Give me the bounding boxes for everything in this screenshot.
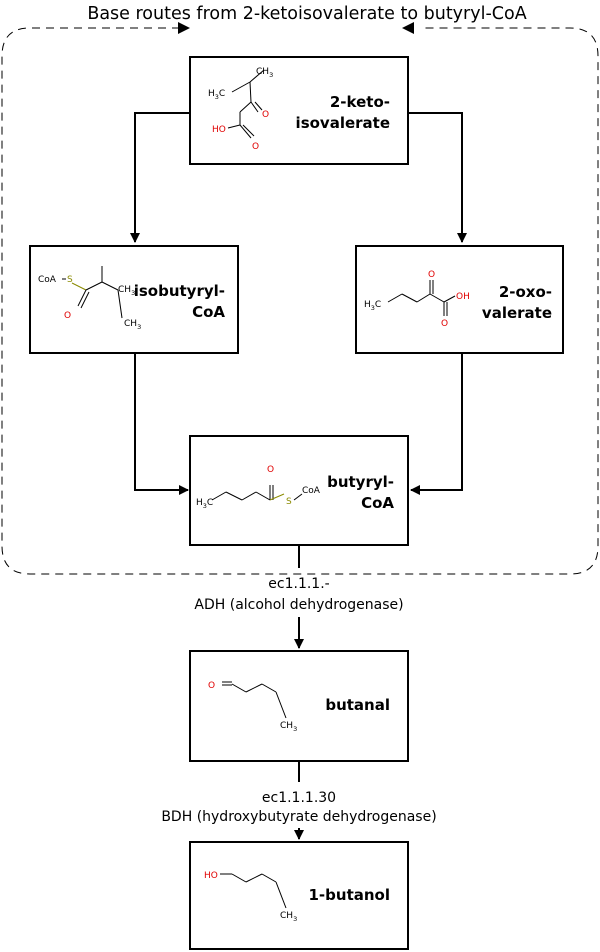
svg-text:H3C: H3C [196,498,213,510]
enzyme-bdh-ec: ec1.1.1.30 [262,790,336,806]
label-butyryl-coa-line1: butyryl- [327,473,394,491]
svg-text:S: S [286,497,292,507]
svg-text:HO: HO [212,125,226,135]
compound-butyryl-coa: H3C O S CoA butyryl- CoA [189,435,409,546]
compound-butanal: O CH3 butanal [189,650,409,762]
svg-text:O: O [267,465,274,475]
label-isobutyryl-coa-line1: isobutyryl- [134,282,225,300]
svg-text:O: O [208,681,215,691]
arrow-isobutyryl-to-butyrylcoa [134,353,189,495]
compound-2-ketoisovalerate: H3C CH3 O HO O 2-keto- isovalerate [189,56,409,165]
structure-butyryl-coa: H3C O S CoA [196,465,321,510]
svg-text:CH3: CH3 [118,285,135,297]
svg-text:O: O [252,142,259,152]
structure-2-oxovalerate: H3C O OH O [364,270,470,329]
svg-text:CoA: CoA [302,486,321,496]
diagram-title: Base routes from 2-ketoisovalerate to bu… [87,4,526,24]
base-routes-region [1,22,599,575]
svg-text:H3C: H3C [364,300,381,312]
pathway-arrows [130,112,467,840]
svg-text:O: O [262,110,269,120]
arrow-kiv-to-oxovalerate [408,112,467,243]
structure-isobutyryl-coa: CoA S O CH3 CH3 [38,266,141,331]
label-butyryl-coa-line2: CoA [361,494,394,512]
compound-1-butanol: HO CH3 1-butanol [189,841,409,950]
label-2-oxovalerate-line2: valerate [482,304,552,322]
svg-text:CH3: CH3 [124,319,141,331]
structure-butanal: O CH3 [208,681,297,733]
svg-text:OH: OH [456,292,470,302]
dashed-arrowhead-right [402,22,414,34]
svg-text:O: O [441,319,448,329]
svg-text:O: O [64,311,71,321]
enzyme-bdh-name: BDH (hydroxybutyrate dehydrogenase) [161,809,436,825]
compound-isobutyryl-coa: CoA S O CH3 CH3 isobutyryl- CoA [29,245,239,354]
label-butanal: butanal [325,696,390,714]
svg-text:S: S [67,275,73,285]
enzyme-adh-name: ADH (alcohol dehydrogenase) [194,597,403,613]
arrow-kiv-to-isobutyryl [130,112,190,243]
compound-2-oxovalerate: H3C O OH O 2-oxo- valerate [355,245,564,354]
arrow-oxovalerate-to-butyrylcoa [410,353,463,495]
svg-text:CH3: CH3 [280,911,297,923]
label-1-butanol: 1-butanol [309,886,391,904]
structure-2-ketoisovalerate: H3C CH3 O HO O [208,67,273,152]
label-2-oxovalerate-line1: 2-oxo- [499,283,552,301]
dashed-arrowhead-left [178,22,190,34]
svg-text:CoA: CoA [38,275,57,285]
label-2-ketoisovalerate-line1: 2-keto- [330,93,390,111]
label-2-ketoisovalerate-line2: isovalerate [296,114,390,132]
svg-text:O: O [428,270,435,280]
svg-text:H3C: H3C [208,89,225,101]
svg-text:CH3: CH3 [280,721,297,733]
structure-1-butanol: HO CH3 [204,871,297,923]
enzyme-adh-ec: ec1.1.1.- [268,576,329,592]
label-isobutyryl-coa-line2: CoA [192,303,225,321]
svg-text:CH3: CH3 [256,67,273,79]
svg-text:HO: HO [204,871,218,881]
